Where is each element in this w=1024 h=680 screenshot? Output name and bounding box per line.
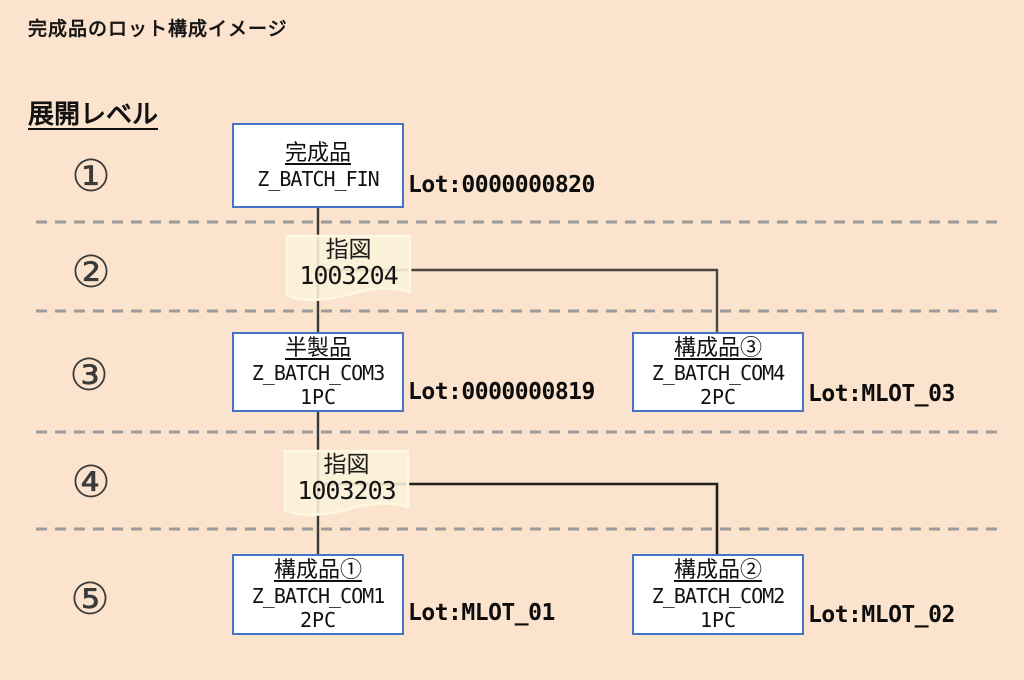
document-shape-icon <box>285 234 412 302</box>
level-badge-1: ① <box>71 151 111 202</box>
order-number: 1003203 <box>297 476 396 506</box>
box-title: 構成品② <box>673 557 762 583</box>
box-quantity: 1PC <box>699 607 737 632</box>
box-code: Z_BATCH_FIN <box>257 166 379 191</box>
box-code: Z_BATCH_COM3 <box>251 361 385 386</box>
box-code: Z_BATCH_COM2 <box>651 583 785 608</box>
order-shape-2: 指図 1003203 <box>283 449 410 521</box>
box-code: Z_BATCH_COM1 <box>251 583 385 608</box>
box-quantity: 2PC <box>299 607 337 632</box>
level-badge-4: ④ <box>71 457 111 508</box>
box-code: Z_BATCH_COM4 <box>651 361 785 386</box>
level-badge-3: ③ <box>69 350 109 401</box>
order-number: 1003204 <box>299 261 398 291</box>
product-box-finished: 完成品 Z_BATCH_FIN <box>232 123 404 208</box>
dashed-separator-lines <box>36 220 1000 531</box>
level-badge-2: ② <box>71 247 111 298</box>
box-title: 完成品 <box>284 140 351 166</box>
box-title: 構成品① <box>273 557 362 583</box>
product-box-component-2: 構成品② Z_BATCH_COM2 1PC <box>632 554 804 635</box>
product-box-semi-finished: 半製品 Z_BATCH_COM3 1PC <box>232 332 404 412</box>
document-shape-icon <box>283 449 410 517</box>
box-title: 半製品 <box>284 334 351 360</box>
product-box-component-3: 構成品③ Z_BATCH_COM4 2PC <box>632 332 804 412</box>
order-label: 指図 <box>323 451 370 477</box>
product-box-component-1: 構成品① Z_BATCH_COM1 2PC <box>232 554 404 635</box>
section-heading: 展開レベル <box>28 99 159 129</box>
lot-label-semi-finished: Lot:0000000819 <box>408 379 595 405</box>
page-title: 完成品のロット構成イメージ <box>28 19 288 40</box>
lot-label-component-3: Lot:MLOT_03 <box>808 381 955 407</box>
level-badge-5: ⑤ <box>70 574 110 625</box>
lot-label-component-2: Lot:MLOT_02 <box>808 602 955 628</box>
box-quantity: 1PC <box>299 385 337 410</box>
order-label: 指図 <box>325 236 372 262</box>
order-shape-1: 指図 1003204 <box>285 234 412 306</box>
lot-label-component-1: Lot:MLOT_01 <box>408 600 555 626</box>
box-quantity: 2PC <box>699 385 737 410</box>
lot-label-finished: Lot:0000000820 <box>408 172 595 198</box>
box-title: 構成品③ <box>673 334 762 360</box>
